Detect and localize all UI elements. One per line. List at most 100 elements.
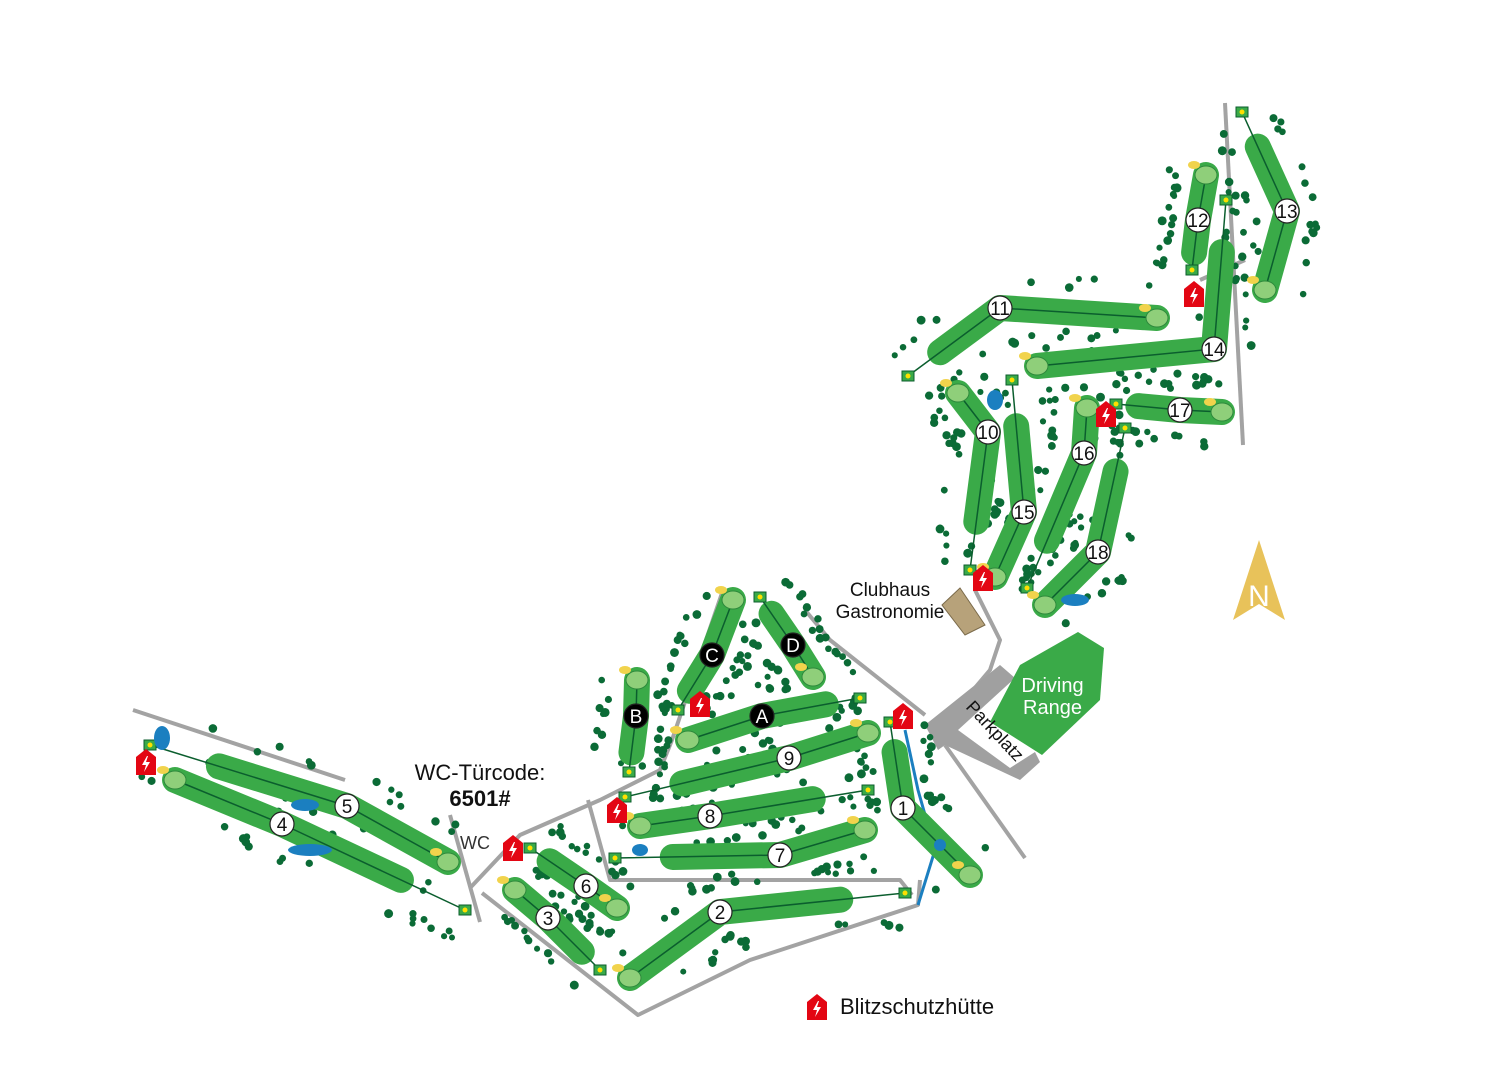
tree (680, 968, 687, 975)
tee-marker (1189, 267, 1195, 273)
hole-number: D (786, 636, 800, 657)
tee-marker (626, 769, 632, 775)
tree (771, 820, 781, 829)
tree (656, 725, 665, 734)
tree (849, 668, 857, 676)
tree (990, 510, 1000, 519)
tree (1135, 439, 1144, 448)
tree (753, 878, 761, 886)
tree (661, 763, 668, 771)
tree (766, 737, 774, 745)
hole-marker-10: 10 (975, 419, 1001, 445)
hole-marker-17: 17 (1167, 397, 1193, 423)
tree (667, 665, 675, 673)
tree (532, 866, 540, 874)
tree (702, 591, 711, 601)
tree (534, 945, 541, 952)
hole-marker-16: 16 (1071, 440, 1097, 466)
wc-code-block: WC-Türcode: 6501# (395, 762, 565, 810)
tree (936, 407, 943, 414)
hole-number: 15 (1013, 503, 1034, 524)
tree (626, 882, 635, 891)
tree (895, 923, 904, 932)
putting-green (801, 667, 825, 687)
tree (384, 909, 394, 919)
tree (508, 916, 516, 924)
tree (1096, 392, 1105, 402)
tree (1118, 576, 1127, 586)
hole-number-badge (767, 842, 793, 868)
hole-number: 4 (277, 815, 288, 836)
tree (1062, 327, 1070, 336)
hole-number-badge (780, 632, 806, 658)
bunker (847, 816, 859, 824)
hole-marker-15: 15 (1011, 499, 1037, 525)
tree (681, 639, 689, 648)
tree (856, 769, 866, 779)
tree (276, 858, 284, 866)
tree (1250, 242, 1257, 249)
hole-number: 5 (342, 797, 353, 818)
tree (654, 745, 662, 754)
tree (548, 889, 557, 898)
tree (722, 677, 730, 685)
tree (1050, 408, 1058, 416)
hole-2 (612, 886, 912, 991)
tree (578, 915, 587, 923)
tree (832, 712, 842, 722)
tree (451, 820, 460, 829)
tree (409, 915, 417, 922)
tree (1046, 386, 1053, 393)
tree (1024, 573, 1031, 580)
hole-number: 2 (715, 903, 726, 924)
hole-marker-D: D (780, 632, 806, 658)
tree (448, 828, 456, 836)
tree (1004, 401, 1011, 408)
parking-lot (925, 665, 1040, 780)
tree (590, 742, 599, 752)
driving-range-line1: Driving (1021, 675, 1084, 697)
tree (736, 651, 745, 659)
tree (1051, 395, 1059, 404)
tree (571, 898, 578, 905)
tree (653, 734, 663, 744)
tree (955, 450, 963, 458)
tree (1219, 130, 1228, 138)
tree (739, 745, 747, 753)
tree (1047, 431, 1057, 441)
tree (395, 791, 403, 799)
hole-number-badge (1167, 397, 1193, 423)
tree (753, 641, 762, 650)
tree (825, 645, 832, 653)
tree (850, 803, 857, 810)
tree (940, 486, 948, 494)
driving-range-label: Driving Range (1005, 675, 1100, 719)
tree (926, 742, 936, 752)
tree (619, 949, 627, 957)
tree (1171, 431, 1179, 440)
putting-green (1025, 356, 1049, 376)
bunker (157, 766, 169, 774)
tree (730, 877, 740, 886)
putting-green (1033, 595, 1057, 615)
tree (963, 548, 973, 558)
hole-number-badge (987, 295, 1013, 321)
pond (154, 726, 170, 750)
bunker (850, 719, 862, 727)
wc-code-value: 6501# (449, 786, 511, 811)
tree (1243, 317, 1250, 324)
cart-path (448, 814, 482, 923)
driving-range (990, 632, 1104, 755)
tree (1301, 179, 1309, 187)
hole-marker-6: 6 (573, 873, 599, 899)
tree (1101, 577, 1111, 586)
lightning-shelter-icon (893, 703, 913, 729)
putting-green (946, 383, 970, 403)
tree (208, 724, 218, 733)
tree (930, 413, 939, 422)
tree (941, 414, 949, 422)
shelters-layer (136, 281, 1204, 861)
legend-label: Blitzschutzhütte (840, 994, 995, 1019)
tree (1131, 427, 1141, 436)
